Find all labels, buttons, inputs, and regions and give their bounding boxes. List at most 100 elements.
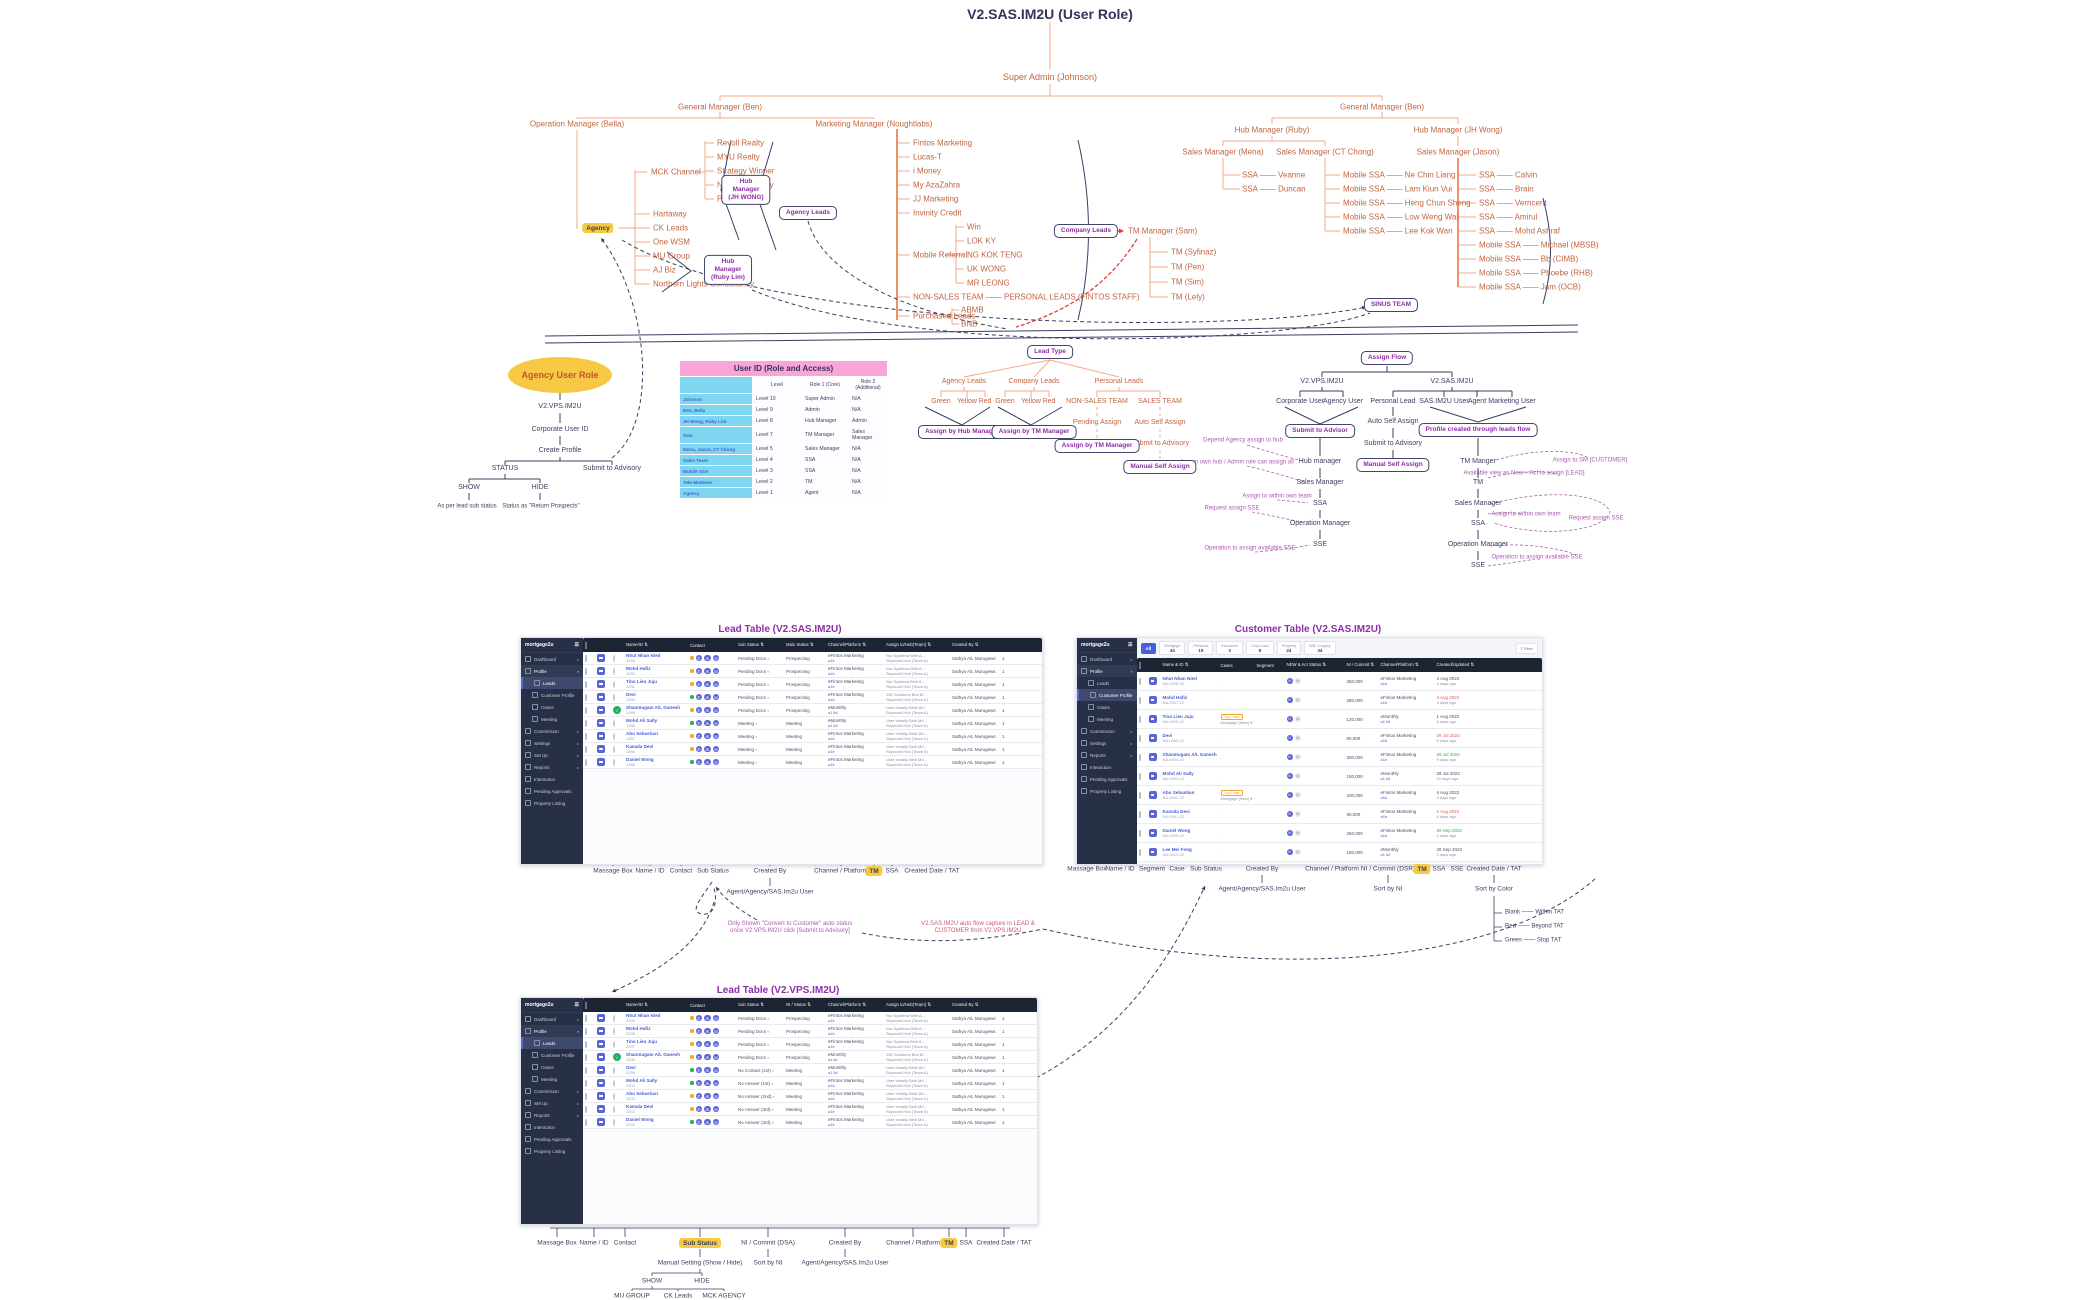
message-icon[interactable] xyxy=(597,1014,605,1022)
customer-name-link[interactable]: Mohd Hafiz xyxy=(1162,695,1188,700)
channel-link[interactable]: a1 kit xyxy=(828,723,838,728)
channel-link[interactable]: a1b xyxy=(828,1109,835,1114)
phone-icon[interactable]: ✆ xyxy=(695,732,702,740)
mail-icon[interactable]: ✉ xyxy=(704,654,711,662)
channel-link[interactable]: a1b xyxy=(1380,795,1388,800)
sidebar-item-reports[interactable]: Reports▸ xyxy=(1077,749,1137,761)
sidebar-item-commission[interactable]: Commission▸ xyxy=(521,1085,583,1097)
column-header[interactable]: Created By ⇅ xyxy=(952,642,979,647)
mail-icon[interactable]: ✉ xyxy=(704,1105,711,1113)
act-status-icon[interactable]: A xyxy=(1294,830,1301,836)
channel-link[interactable]: a1b xyxy=(1380,757,1388,762)
sidebar-item-reports[interactable]: Reports▸ xyxy=(521,1109,583,1121)
channel-link[interactable]: a1b xyxy=(1380,681,1388,686)
message-icon[interactable] xyxy=(1148,677,1157,685)
mail-icon[interactable]: ✉ xyxy=(704,680,711,688)
mail-icon[interactable]: ✉ xyxy=(704,1066,711,1074)
sidebar-item-interaction[interactable]: Interaction xyxy=(521,773,583,785)
message-icon[interactable] xyxy=(1148,810,1157,818)
mail-icon[interactable]: ✉ xyxy=(704,1053,711,1061)
message-icon[interactable] xyxy=(1148,772,1157,780)
lead-name-link[interactable]: Nhut Nhan Nied xyxy=(626,653,661,658)
lead-name-link[interactable]: Mohd Hafiz xyxy=(626,1026,651,1031)
mail-icon[interactable]: ✉ xyxy=(704,706,711,714)
column-header[interactable]: Name & ID ⇅ xyxy=(1162,662,1189,667)
mail-icon[interactable]: ✉ xyxy=(704,667,711,675)
column-header[interactable]: Cases xyxy=(1220,662,1233,668)
mail-icon[interactable]: ✉ xyxy=(704,745,711,753)
customer-name-link[interactable]: Lee Mei Fong xyxy=(1162,847,1192,852)
act-status-icon[interactable]: A xyxy=(1294,773,1301,779)
channel-link[interactable]: a1b xyxy=(828,1096,835,1101)
message-icon[interactable] xyxy=(597,693,605,701)
new-status-icon[interactable]: N xyxy=(1286,792,1293,798)
phone-icon[interactable]: ✆ xyxy=(695,1014,702,1022)
phone-icon[interactable]: ✆ xyxy=(695,1105,702,1113)
column-header[interactable]: Sub Status ⇅ xyxy=(738,1002,764,1007)
whatsapp-icon[interactable]: ☏ xyxy=(712,1105,719,1113)
sidebar-item-profile[interactable]: Profile▾ xyxy=(521,665,583,677)
channel-link[interactable]: a1b xyxy=(1380,700,1388,705)
row-checkbox[interactable] xyxy=(1138,734,1141,742)
message-icon[interactable] xyxy=(1148,715,1157,723)
mail-icon[interactable]: ✉ xyxy=(704,732,711,740)
sidebar-item-reports[interactable]: Reports▸ xyxy=(521,761,583,773)
sidebar-item-profile[interactable]: Profile▾ xyxy=(521,1025,583,1037)
row-checkbox[interactable] xyxy=(585,1079,587,1087)
menu-icon[interactable]: ☰ xyxy=(574,642,579,648)
lead-name-link[interactable]: Shanmugam A/L Ganesh xyxy=(626,1052,681,1057)
lead-name-link[interactable]: Devi xyxy=(626,1065,636,1070)
channel-link[interactable]: a1b xyxy=(1380,814,1388,819)
act-status-icon[interactable]: A xyxy=(1294,735,1301,741)
column-header[interactable]: Created By ⇅ xyxy=(952,1002,979,1007)
new-status-icon[interactable]: N xyxy=(1286,773,1293,779)
sub-status-cell[interactable]: No Answer (3rd) ▾ xyxy=(738,1106,774,1112)
whatsapp-icon[interactable]: ☏ xyxy=(712,1014,719,1022)
sidebar-item-dashboard[interactable]: Dashboard▸ xyxy=(521,653,583,665)
channel-link[interactable]: a1b xyxy=(828,684,835,689)
row-checkbox[interactable] xyxy=(585,758,587,766)
whatsapp-icon[interactable]: ☏ xyxy=(712,1027,719,1035)
sub-status-cell[interactable]: Meeting ▾ xyxy=(738,720,758,726)
channel-link[interactable]: a1b xyxy=(828,736,835,741)
column-header[interactable]: Sub Status ⇅ xyxy=(738,642,764,647)
sidebar-item-dashboard[interactable]: Dashboard▸ xyxy=(1077,653,1137,665)
sidebar-item-profile[interactable]: Profile▾ xyxy=(1077,665,1137,677)
whatsapp-icon[interactable]: ☏ xyxy=(712,1092,719,1100)
sub-status-cell[interactable]: Pending Docs ▾ xyxy=(738,1015,770,1021)
customer-name-link[interactable]: Tino Lieu Juju xyxy=(1162,714,1194,719)
column-header[interactable]: Contact xyxy=(690,1002,705,1008)
row-checkbox[interactable] xyxy=(585,1092,587,1100)
channel-link[interactable]: a1 kit xyxy=(828,1070,838,1075)
whatsapp-icon[interactable]: ☏ xyxy=(712,732,719,740)
whatsapp-icon[interactable]: ☏ xyxy=(712,680,719,688)
message-icon[interactable] xyxy=(597,706,605,714)
sub-status-cell[interactable]: Pending Docs ▾ xyxy=(738,707,770,713)
row-checkbox[interactable] xyxy=(585,1053,587,1061)
row-checkbox[interactable] xyxy=(1138,848,1141,856)
sidebar-item-customer-profile[interactable]: Customer Profile xyxy=(521,1049,583,1061)
lead-name-link[interactable]: Abu Sebastian xyxy=(626,1091,658,1096)
sub-status-cell[interactable]: No Answer (1st) ▾ xyxy=(738,1080,774,1086)
message-icon[interactable] xyxy=(597,1079,605,1087)
customer-name-link[interactable]: Kamala Devi xyxy=(1162,809,1190,814)
channel-link[interactable]: a1 kit xyxy=(1380,852,1391,857)
channel-link[interactable]: a1b xyxy=(1380,738,1388,743)
mail-icon[interactable]: ✉ xyxy=(704,1014,711,1022)
chip-all[interactable]: All xyxy=(1140,642,1157,654)
sidebar-item-property-listing[interactable]: Property Listing xyxy=(521,797,583,809)
phone-icon[interactable]: ✆ xyxy=(695,693,702,701)
channel-link[interactable]: a1b xyxy=(828,1083,835,1088)
column-header[interactable] xyxy=(1329,661,1345,669)
sidebar-item-interaction[interactable]: Interaction xyxy=(521,1121,583,1133)
whatsapp-icon[interactable]: ☏ xyxy=(712,654,719,662)
sidebar-item-commission[interactable]: Commission▸ xyxy=(521,725,583,737)
lead-name-link[interactable]: Tino Lieu Juju xyxy=(626,1039,658,1044)
new-status-icon[interactable]: N xyxy=(1286,849,1293,855)
row-checkbox[interactable] xyxy=(585,1040,587,1048)
mail-icon[interactable]: ✉ xyxy=(704,1079,711,1087)
sidebar-item-settings[interactable]: Settings▸ xyxy=(521,737,583,749)
column-header[interactable]: Assign to/Hub(Team) ⇅ xyxy=(886,1002,931,1007)
